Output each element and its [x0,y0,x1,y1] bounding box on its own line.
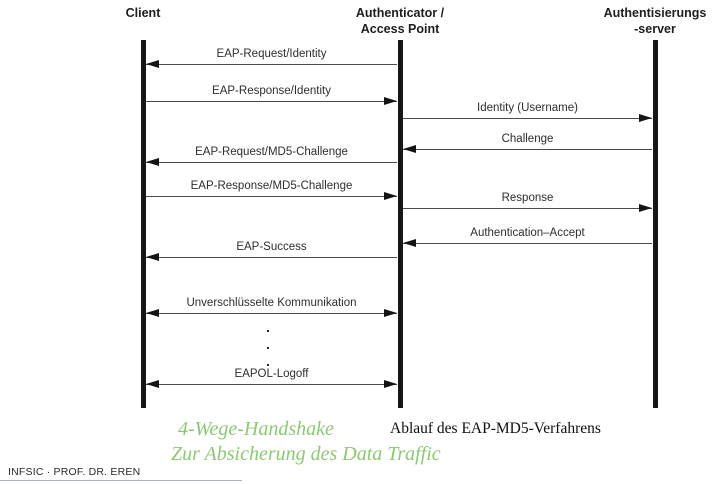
message-line-eap-request-md5-challenge [146,162,397,163]
continuation-dots: . . . [266,319,270,369]
message-line-authentication-accept [403,243,652,244]
message-label-challenge: Challenge [501,133,554,145]
message-line-eapol-logoff [146,384,397,385]
message-label-authentication-accept: Authentication–Accept [470,227,585,239]
arrowhead-right-eapol-logoff [384,380,397,388]
arrowhead-right-response [639,204,652,212]
message-label-eap-request-md5-challenge: EAP-Request/MD5-Challenge [195,146,348,158]
message-line-eap-request-identity [146,64,397,65]
arrowhead-left-eap-success [146,253,159,261]
arrowhead-left-eap-request-md5-challenge [146,158,159,166]
handshake-note-subtitle: Zur Absicherung des Data Traffic [171,443,441,465]
handshake-note-title: 4-Wege-Handshake [178,418,334,440]
lifeline-server [652,40,658,408]
diagram-caption: Ablauf des EAP-MD5-Verfahrens [390,420,601,437]
lifeline-client [140,40,146,408]
message-label-response: Response [501,192,554,204]
arrowhead-left-eap-request-identity [146,60,159,68]
arrowhead-right-unverschl-sselte-kommunikation [384,309,397,317]
arrowhead-right-eap-response-identity [384,97,397,105]
message-line-eap-response-identity [146,101,397,102]
lifeline-ap [397,40,403,408]
arrowhead-right-eap-response-md5-challenge [384,192,397,200]
footer-divider [0,480,242,481]
message-line-eap-response-md5-challenge [146,196,397,197]
arrowhead-left-unverschl-sselte-kommunikation [146,309,159,317]
arrowhead-left-authentication-accept [403,239,416,247]
message-label-eap-response-identity: EAP-Response/Identity [212,85,331,97]
message-line-identity-username [403,118,652,119]
message-label-eap-response-md5-challenge: EAP-Response/MD5-Challenge [190,180,353,192]
arrowhead-left-challenge [403,145,416,153]
actor-header-client: Client [125,6,161,20]
actor-header-ap: Authenticator / Access Point [355,6,445,36]
message-line-response [403,208,652,209]
message-label-unverschl-sselte-kommunikation: Unverschlüsselte Kommunikation [186,297,357,309]
arrowhead-right-identity-username [639,114,652,122]
footer-credit: INFSIC · PROF. DR. EREN [8,466,141,478]
message-line-eap-success [146,257,397,258]
message-label-eapol-logoff: EAPOL-Logoff [234,368,309,380]
arrowhead-left-eapol-logoff [146,380,159,388]
message-label-identity-username: Identity (Username) [477,102,578,114]
message-label-eap-request-identity: EAP-Request/Identity [216,48,327,60]
message-line-unverschl-sselte-kommunikation [146,313,397,314]
actor-header-server: Authentisierungs -server [603,6,707,36]
message-label-eap-success: EAP-Success [236,241,307,253]
message-line-challenge [403,149,652,150]
